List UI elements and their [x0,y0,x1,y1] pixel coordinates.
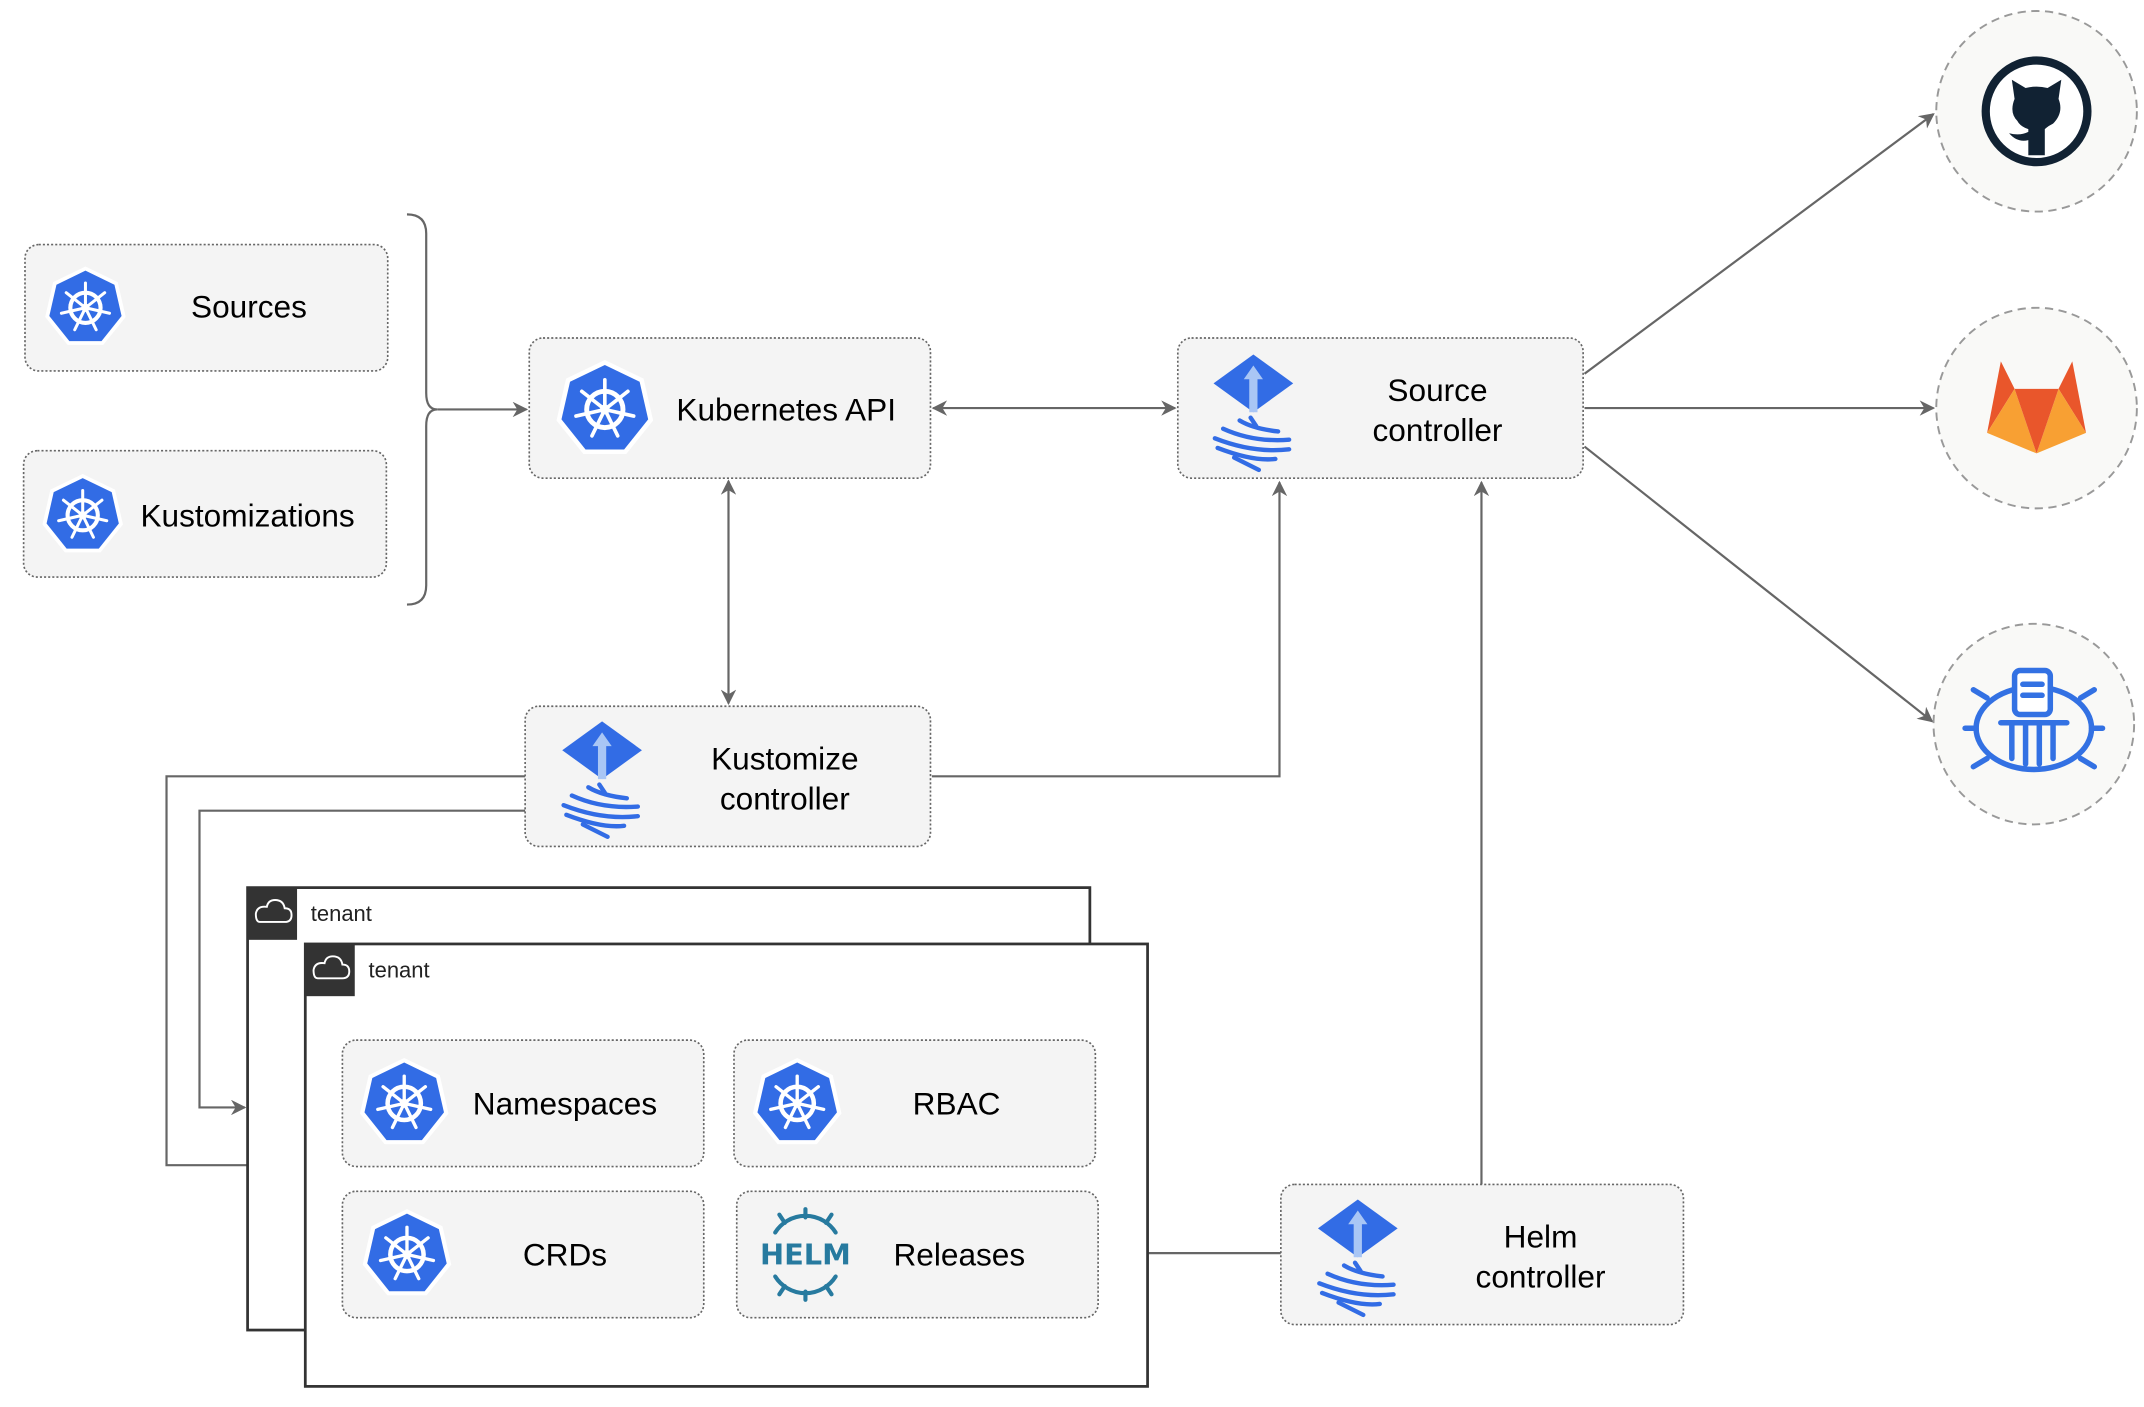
bucket-node [1932,622,2136,826]
edge-kustomize-to-source [931,480,1288,778]
node-label-line1: Kustomize [711,740,858,776]
node-label-line1: Helm [1504,1219,1578,1255]
node-kustomize-controller: Kustomize controller [524,705,932,848]
node-helm-controller: Helm controller [1280,1183,1685,1326]
node-source-controller: Source controller [1176,337,1584,479]
node-label: Releases [893,1236,1025,1272]
helm-icon-text: HELM [760,1237,851,1271]
node-namespaces: Namespaces [341,1039,705,1168]
helm-icon: HELM [760,1207,851,1302]
edge-source-to-bucket [1583,445,1934,723]
gitlab-icon [1987,361,2087,454]
node-label: Sources [191,288,307,324]
tenant-label: tenant [311,901,372,926]
node-label: Kustomizations [140,497,354,533]
node-label-line1: Source [1387,372,1487,408]
bucket-icon [1962,667,2106,773]
node-kubernetes-api: Kubernetes API [528,337,932,479]
github-node [1935,10,2138,213]
node-rbac: RBAC [733,1039,1097,1168]
brace-connector [406,213,438,606]
node-label: CRDs [523,1236,607,1272]
node-label: Kubernetes API [676,391,896,427]
node-label-line2: controller [720,780,850,816]
node-label: Namespaces [473,1085,657,1121]
edge-source-to-github [1583,113,1935,375]
node-crds: CRDs [341,1190,705,1319]
node-label: RBAC [913,1085,1001,1121]
node-sources: Sources [24,243,389,372]
github-icon [1981,56,2092,167]
node-label-line2: controller [1476,1258,1606,1294]
edge-kustomize-to-tenant-front [165,775,526,1173]
edge-kustomize-to-tenant-back [198,809,526,1116]
node-label-line2: controller [1373,412,1503,448]
node-releases: HELM Releases [735,1190,1099,1319]
tenant-label: tenant [369,958,430,983]
node-kustomizations: Kustomizations [22,449,388,578]
gitlab-node [1935,306,2138,510]
